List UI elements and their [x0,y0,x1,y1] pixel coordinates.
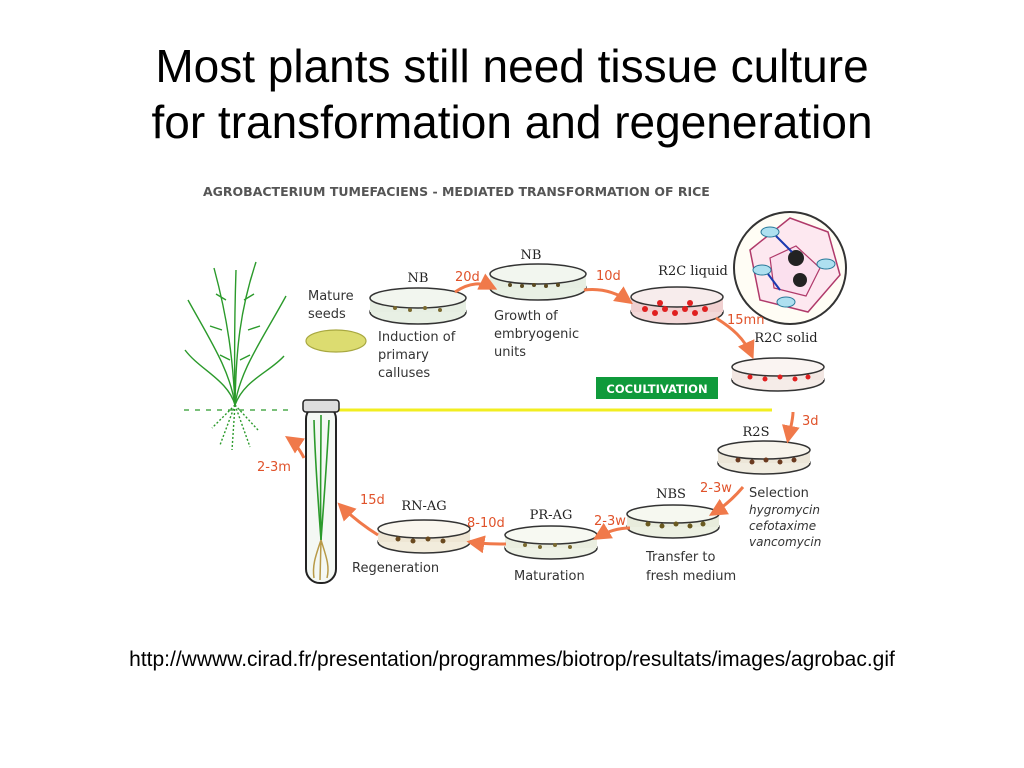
dish-title-pr-ag: PR-AG [530,508,573,523]
petri-dish-r2c-liquid [630,286,724,325]
label-regeneration: Regeneration [352,561,439,576]
cocultivation-label: COCULTIVATION [606,382,707,396]
diagram-header: AGROBACTERIUM TUMEFACIENS - MEDIATED TRA… [203,184,710,199]
title-line-2: for transformation and regeneration [151,96,873,148]
duration-8-10d: 8-10d [467,516,505,531]
dish-title-rn-ag: RN-AG [401,499,446,514]
slide-title: Most plants still need tissue culture fo… [0,38,1024,150]
dish-title-nb-1: NB [408,271,429,286]
duration-15d: 15d [360,493,385,508]
agrobacterium-cell-inset-icon [733,211,847,325]
test-tube-icon [302,399,340,584]
label-primary: primary [378,348,429,363]
label-transfer-to: Transfer to [645,550,716,565]
label-induction-of: Induction of [378,330,456,345]
petri-dish-r2s [717,440,811,475]
label-hygromycin: hygromycin [749,503,820,517]
label-fresh-medium: fresh medium [646,569,736,584]
duration-10d: 10d [596,269,621,284]
petri-dish-nb-2 [489,263,587,301]
label-maturation: Maturation [514,569,585,584]
dish-title-nb-2: NB [521,248,542,263]
rice-plant-icon [184,261,287,451]
dish-title-r2c-liquid: R2C liquid [658,264,728,279]
label-cefotaxime: cefotaxime [749,519,816,533]
petri-dish-pr-ag [504,525,598,560]
label-selection: Selection [749,486,809,501]
dish-title-r2c-solid: R2C solid [754,331,817,346]
petri-dish-r2c-solid [731,357,825,392]
duration-20d: 20d [455,270,480,285]
mature-seeds-icon [305,329,367,353]
dish-title-nbs: NBS [656,487,686,502]
duration-2-3w-selection: 2-3w [700,481,732,496]
label-seeds: seeds [308,307,346,322]
label-units: units [494,345,526,360]
label-vancomycin: vancomycin [749,535,821,549]
label-calluses: calluses [378,366,430,381]
duration-2-3m: 2-3m [257,460,291,475]
dish-title-r2s: R2S [743,425,770,440]
duration-15mn: 15mn [727,313,764,328]
label-growth-of: Growth of [494,309,558,324]
petri-dish-rn-ag [377,519,471,554]
cocultivation-box [596,377,718,399]
duration-3d: 3d [802,414,819,429]
source-url: http://wwww.cirad.fr/presentation/progra… [129,648,895,671]
petri-dish-nbs [626,504,720,539]
process-arrows [285,273,800,554]
title-line-1: Most plants still need tissue culture [155,40,869,92]
label-mature: Mature [308,289,354,304]
petri-dish-nb-1 [369,287,467,325]
label-embryogenic: embryogenic [494,327,579,342]
duration-2-3w-transfer: 2-3w [594,514,626,529]
